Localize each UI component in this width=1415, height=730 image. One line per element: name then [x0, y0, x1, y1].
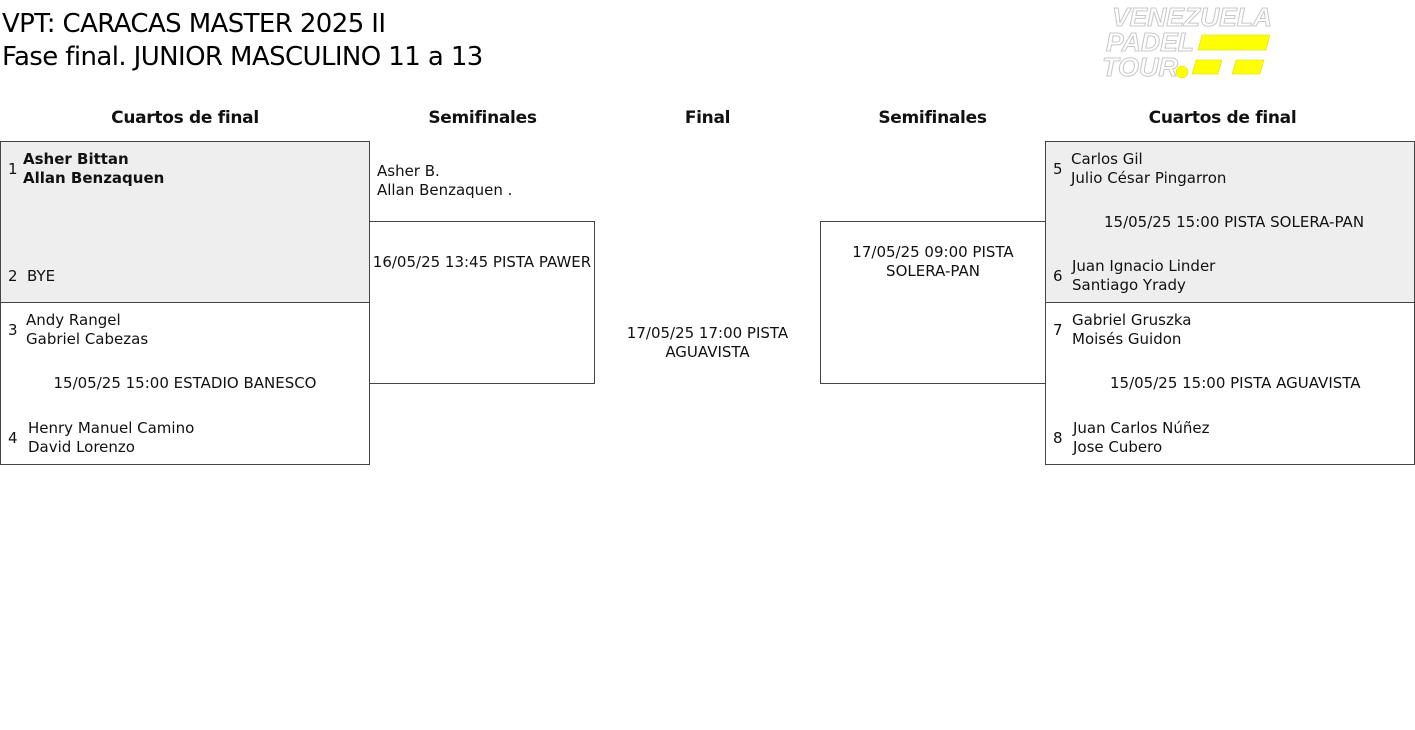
player-name: Juan Carlos Núñez [1073, 419, 1210, 437]
player-name: Gabriel Cabezas [26, 330, 149, 348]
svg-text:TOUR: TOUR [1102, 52, 1178, 82]
player-name: Henry Manuel Camino [28, 419, 195, 437]
team-a: Gabriel Gruszka Moisés Guidon [1072, 311, 1191, 349]
left-qf-match-1: 1 Asher Bittan Allan Benzaquen 2 BYE [0, 141, 370, 303]
player-name: Moisés Guidon [1072, 330, 1182, 348]
player-name: Asher Bittan [23, 150, 129, 168]
player-name: Julio César Pingarron [1071, 169, 1227, 187]
player-name: Jose Cubero [1073, 438, 1163, 456]
header-left-quarterfinals: Cuartos de final [111, 108, 259, 128]
seed-number: 3 [8, 321, 18, 339]
team-a: Carlos Gil Julio César Pingarron [1071, 150, 1226, 188]
category-title: Fase final. JUNIOR MASCULINO 11 a 13 [2, 42, 483, 72]
player-name: Andy Rangel [26, 311, 121, 329]
final-venue-line: AGUAVISTA [665, 343, 750, 361]
svg-text:VENEZUELA: VENEZUELA [1112, 2, 1272, 32]
header-right-quarterfinals: Cuartos de final [1148, 108, 1297, 128]
left-qf-match-2: 3 Andy Rangel Gabriel Cabezas 15/05/25 1… [0, 302, 370, 465]
schedule-line: 17/05/25 09:00 PISTA [852, 243, 1014, 261]
team-a: Asher Bittan Allan Benzaquen [23, 150, 164, 188]
player-name: Asher B. [377, 162, 440, 180]
team-b: Juan Ignacio Linder Santiago Yrady [1072, 257, 1215, 295]
player-name: Gabriel Gruszka [1072, 311, 1192, 329]
svg-text:PADEL: PADEL [1106, 27, 1194, 57]
seed-number: 6 [1053, 267, 1063, 285]
left-sf-team: Asher B. Allan Benzaquen . [377, 162, 512, 200]
right-qf-match-2: 7 Gabriel Gruszka Moisés Guidon 15/05/25… [1045, 302, 1415, 465]
page-title: VPT: CARACAS MASTER 2025 II Fase final. … [2, 8, 483, 74]
team-b: Juan Carlos Núñez Jose Cubero [1073, 419, 1210, 457]
match-schedule: 15/05/25 15:00 PISTA AGUAVISTA [1110, 374, 1361, 392]
venue-line: SOLERA-PAN [886, 262, 980, 280]
right-sf-match: 17/05/25 09:00 PISTA SOLERA-PAN [820, 221, 1046, 384]
player-name: BYE [27, 267, 56, 285]
seed-number: 2 [8, 267, 18, 285]
player-name: Juan Ignacio Linder [1072, 257, 1216, 275]
right-qf-match-1: 5 Carlos Gil Julio César Pingarron 15/05… [1045, 141, 1415, 303]
final-schedule: 17/05/25 17:00 PISTA AGUAVISTA [595, 324, 820, 362]
venezuela-padel-tour-logo: VENEZUELA PADEL TOUR [1100, 2, 1275, 83]
team-a: Andy Rangel Gabriel Cabezas [26, 311, 148, 349]
event-title: VPT: CARACAS MASTER 2025 II [2, 9, 386, 39]
team-b: Henry Manuel Camino David Lorenzo [28, 419, 194, 457]
seed-number: 7 [1053, 321, 1063, 339]
seed-number: 4 [8, 429, 18, 447]
player-name: David Lorenzo [28, 438, 135, 456]
match-schedule: 16/05/25 13:45 PISTA PAWER [372, 253, 592, 271]
match-schedule: 15/05/25 15:00 PISTA SOLERA-PAN [1104, 213, 1365, 231]
team-b: BYE [27, 267, 55, 286]
match-schedule: 15/05/25 15:00 ESTADIO BANESCO [53, 374, 317, 392]
left-sf-match: 16/05/25 13:45 PISTA PAWER [369, 221, 595, 384]
player-name: Allan Benzaquen . [377, 181, 513, 199]
seed-number: 1 [8, 160, 18, 178]
player-name: Santiago Yrady [1072, 276, 1186, 294]
player-name: Allan Benzaquen [23, 169, 165, 187]
final-schedule-line: 17/05/25 17:00 PISTA [626, 324, 789, 342]
header-left-semifinals: Semifinales [428, 108, 537, 128]
right-qf-column: 5 Carlos Gil Julio César Pingarron 15/05… [1045, 141, 1415, 471]
match-schedule: 17/05/25 09:00 PISTA SOLERA-PAN [821, 243, 1045, 281]
seed-number: 8 [1053, 429, 1063, 447]
header-final: Final [684, 108, 731, 128]
header-right-semifinals: Semifinales [878, 108, 987, 128]
seed-number: 5 [1053, 160, 1063, 178]
player-name: Carlos Gil [1071, 150, 1143, 168]
